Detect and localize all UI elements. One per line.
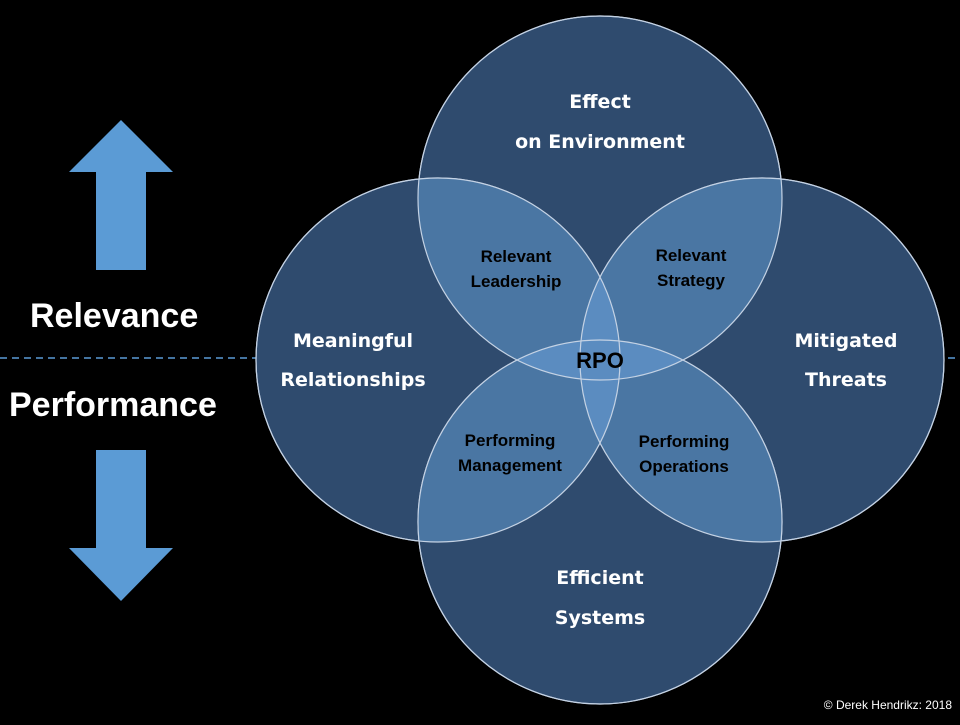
performance-label: Performance bbox=[9, 386, 217, 424]
overlap-top-left-line2: Leadership bbox=[471, 272, 562, 291]
overlap-top-right-line1: Relevant bbox=[656, 246, 727, 265]
overlap-bottom-left-line1: Performing bbox=[465, 431, 556, 450]
center-label-rpo: RPO bbox=[576, 348, 624, 373]
arrow-down-icon bbox=[69, 450, 173, 601]
overlap-bottom-right-line1: Performing bbox=[639, 432, 730, 451]
copyright-text: © Derek Hendrikz: 2018 bbox=[823, 698, 952, 712]
arrow-up-icon bbox=[69, 120, 173, 270]
right-circle-line2: Threats bbox=[805, 369, 887, 391]
overlap-bottom-left-line2: Management bbox=[458, 456, 562, 475]
bottom-circle-line1: Efficient bbox=[556, 567, 643, 589]
left-circle-line1: Meaningful bbox=[293, 330, 413, 352]
top-circle-line1: Effect bbox=[569, 91, 631, 113]
bottom-circle-line2: Systems bbox=[555, 607, 645, 629]
left-circle-line2: Relationships bbox=[280, 369, 425, 391]
right-circle-line1: Mitigated bbox=[794, 330, 897, 352]
overlap-top-left-line1: Relevant bbox=[481, 247, 552, 266]
relevance-label: Relevance bbox=[30, 297, 199, 335]
overlap-top-right-line2: Strategy bbox=[657, 271, 726, 290]
overlap-bottom-right-line2: Operations bbox=[639, 457, 729, 476]
top-circle-line2: on Environment bbox=[515, 131, 685, 153]
